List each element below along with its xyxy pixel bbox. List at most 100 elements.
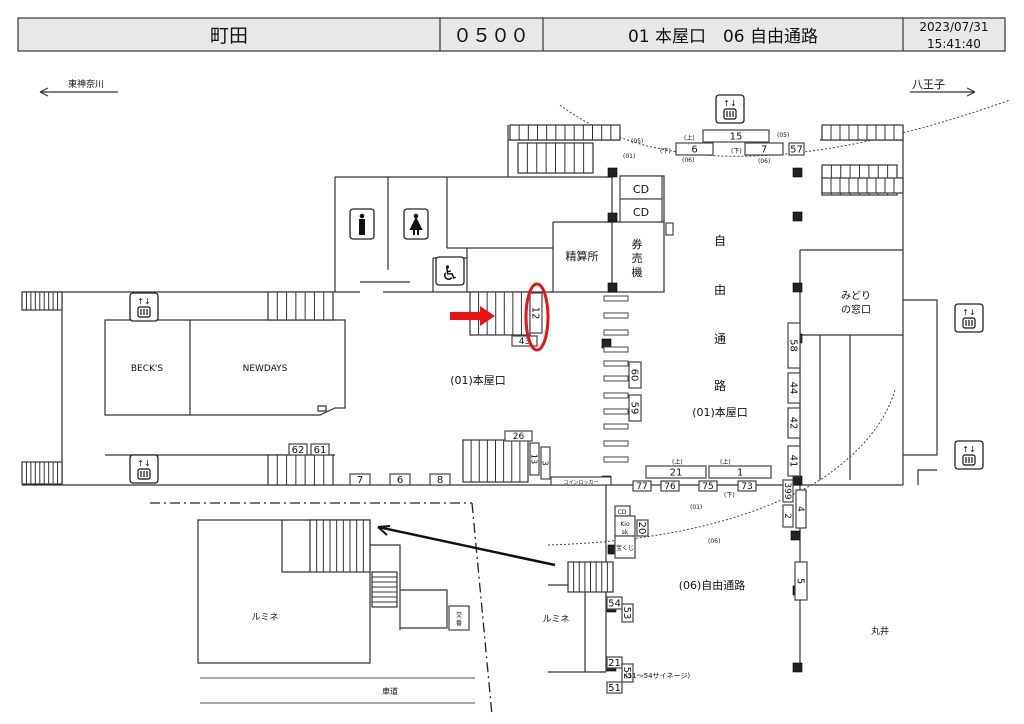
svg-text:↑↓: ↑↓ (962, 445, 975, 454)
code-label: (06) (758, 158, 770, 165)
pillar (792, 282, 803, 293)
stairs (21, 461, 63, 485)
pillar (607, 212, 618, 223)
arrow-right-icon (910, 87, 976, 97)
bar (603, 329, 629, 336)
sign-20: 20 (636, 519, 649, 537)
pillar (792, 662, 803, 673)
cd-atm-1: CD (633, 183, 649, 196)
sign-label: 76 (664, 482, 676, 492)
stairs (267, 454, 334, 486)
free-passage-char-4: 路 (714, 378, 726, 393)
elevator-icon: ↑↓ (954, 303, 984, 333)
sign-label: 2 (782, 513, 792, 519)
sign-label: 58 (787, 339, 798, 352)
cd-small: CD (618, 509, 627, 516)
stairs-layer (21, 124, 904, 608)
sign-label: 44 (787, 382, 798, 395)
free-passage-char-1: 自 (714, 234, 726, 248)
sign-8: 8 (429, 473, 451, 486)
free-passage-char-3: 通 (714, 332, 726, 346)
sign-label: 12 (529, 307, 540, 320)
facility-boxes: CD CD 精算所 券 売 機 (566, 175, 663, 279)
bar (603, 392, 629, 399)
police-box-2: 番 (456, 620, 462, 627)
stairs (267, 291, 334, 321)
direction-left-label: 東神奈川 (68, 78, 104, 90)
sign-6: 6 (389, 473, 411, 486)
sign-60: 60 (628, 361, 642, 389)
sign-73: 73 (737, 480, 757, 492)
sign-7: 7 (349, 473, 371, 486)
sign-52: 52 (621, 663, 634, 683)
svg-text:↑↓: ↑↓ (962, 308, 975, 317)
svg-text:↑↓: ↑↓ (137, 297, 150, 306)
stairs (21, 291, 63, 311)
svg-text:↑↓: ↑↓ (137, 459, 150, 468)
sign-label: 5 (794, 578, 805, 584)
stairs (517, 142, 594, 174)
sign-1: 1 (708, 465, 772, 479)
code-label: (01) (690, 504, 702, 511)
sign-2: 2 (782, 504, 794, 528)
time: 15:41:40 (927, 37, 981, 51)
free-passage-label: (06)自由通路 (679, 578, 746, 592)
sign-43: 43 (511, 335, 538, 347)
sign-label: 53 (621, 607, 632, 620)
stairs (567, 561, 614, 593)
pillar (792, 475, 803, 486)
sign-15: 15 (702, 129, 770, 143)
ticket-machine-3: 機 (632, 265, 643, 279)
free-passage-char-2: 由 (714, 283, 726, 297)
midori-window-2: の窓口 (841, 303, 871, 316)
kiosk-1: Kio (620, 521, 630, 528)
sign-label: 399 (782, 482, 792, 499)
sign-5: 5 (794, 561, 808, 601)
down-label: (下) (731, 148, 742, 155)
exit-names: 01 本屋口 06 自由通路 (628, 27, 818, 47)
gate-bars (603, 295, 629, 463)
sign-61: 61 (310, 443, 330, 456)
sign-59: 59 (628, 394, 642, 422)
station-name: 町田 (210, 25, 248, 47)
direction-left: 東神奈川 (39, 78, 118, 97)
sign-label: 42 (787, 417, 798, 430)
elevator-icon: ↑↓ (954, 440, 984, 470)
marui-label: 丸井 (871, 625, 889, 637)
up-label: (上) (684, 134, 695, 142)
date: 2023/07/31 (919, 20, 988, 34)
stairs (371, 571, 398, 608)
sign-label: 7 (761, 145, 767, 156)
sign-label: 77 (636, 482, 647, 492)
sign-label: 13 (530, 454, 539, 464)
ticket-machine-1: 券 (632, 237, 643, 251)
code-label: (01) (623, 153, 635, 160)
down-label: (下) (724, 492, 735, 499)
sign-3: 3 (540, 446, 551, 480)
down-label: (下) (660, 148, 671, 155)
sign-7: 7 (744, 142, 784, 156)
coin-locker: コインロッカー (563, 480, 598, 486)
honyaguchi-label-left: (01)本屋口 (450, 373, 506, 387)
honyaguchi-label-center: (01)本屋口 (692, 405, 748, 419)
area-labels: 自 由 通 路 (01)本屋口 (01)本屋口 (06)自由通路 みどり の窓口… (131, 132, 889, 696)
header-bar: 町田 ０５００ 01 本屋口 06 自由通路 2023/07/31 15:41:… (17, 17, 1006, 52)
sign-label: 73 (741, 482, 752, 492)
pillar (607, 167, 618, 178)
female-restroom-icon (403, 208, 429, 240)
elevator-icon: ↑↓ (715, 94, 745, 124)
sign-44: 44 (787, 372, 801, 404)
midori-window-1: みどり (841, 290, 871, 302)
bar (603, 423, 629, 430)
sign-label: 21 (670, 468, 683, 479)
sign-21: 21 (645, 465, 707, 479)
sign-label: 6 (691, 145, 697, 156)
sign-label: 60 (628, 369, 639, 382)
sign-label: 43 (519, 337, 530, 347)
newdays-shop: NEWDAYS (243, 364, 288, 374)
sign-51: 51 (606, 681, 623, 694)
code-label: (05) (777, 132, 789, 139)
current-location-highlight (450, 282, 550, 352)
